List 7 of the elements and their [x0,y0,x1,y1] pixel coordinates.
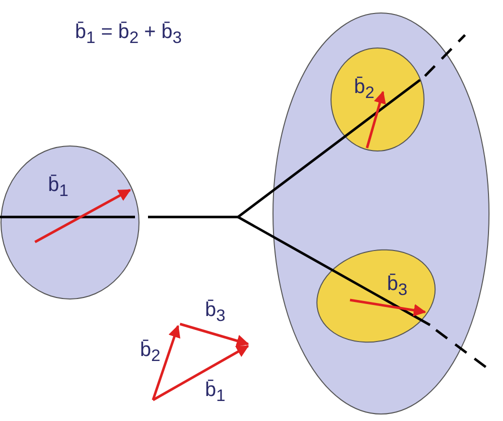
vector-label: b̄$_{2}$ [354,77,374,102]
vector-label: b̄$_{3}$ [205,300,226,325]
vector-label: b̄$_{3}$ [387,274,408,299]
equation-title: b̄$_{1}$ = b̄$_{2}$ + b̄$_{3}$ [75,22,182,47]
vector-label: b̄$_{2}$ [140,340,160,365]
vector-label: b̄$_{1}$ [205,380,226,405]
vector-label: b̄$_{1}$ [48,175,68,200]
